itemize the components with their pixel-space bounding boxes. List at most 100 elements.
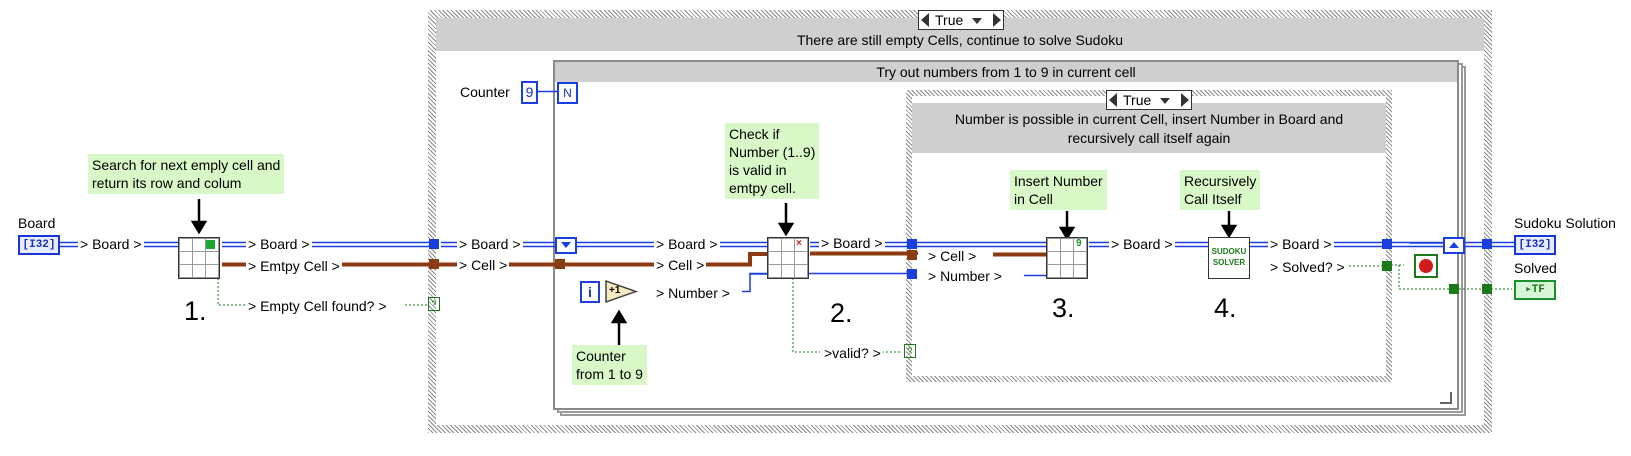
sudoku-solver-subvi[interactable]: SUDOKU SOLVER bbox=[1208, 237, 1250, 279]
wire-label-empty-found: > Empty Cell found? > bbox=[246, 298, 389, 314]
step-number: 3. bbox=[1052, 293, 1075, 323]
previous-case-icon[interactable] bbox=[921, 13, 929, 27]
n-terminal[interactable]: N bbox=[557, 82, 578, 104]
loop-resize-corner-icon[interactable] bbox=[1440, 392, 1452, 404]
solved-wire bbox=[1398, 265, 1453, 290]
inner-case-header bbox=[912, 103, 1386, 153]
subvi-grid bbox=[1047, 238, 1087, 278]
wire-label-valid: >valid? > bbox=[822, 345, 883, 361]
wire-label-number: > Number > bbox=[926, 268, 1004, 284]
solved-type: TF bbox=[1531, 284, 1545, 296]
note-line: Counter bbox=[576, 348, 626, 364]
board-tunnel-outer-left[interactable] bbox=[429, 239, 439, 249]
solution-type: I32 bbox=[1525, 239, 1545, 251]
wire-label-cell: > Cell > bbox=[654, 257, 707, 273]
solved-indicator[interactable]: ▸TF bbox=[1514, 280, 1556, 300]
inner-case-title-1: Number is possible in current Cell, inse… bbox=[954, 111, 1344, 127]
arrowhead-icon bbox=[610, 309, 628, 324]
note-line: is valid in bbox=[729, 162, 787, 178]
shift-register-right[interactable] bbox=[1443, 237, 1465, 254]
board-tunnel-outer-right[interactable] bbox=[1482, 239, 1492, 249]
step-number: 4. bbox=[1214, 293, 1237, 323]
wire-label-board: > Board > bbox=[819, 235, 885, 251]
inner-case-selector[interactable]: True bbox=[1106, 90, 1192, 110]
wire-label-board: > Board > bbox=[654, 236, 720, 252]
solved-tunnel-loop-right[interactable] bbox=[1449, 284, 1459, 294]
shift-register-left[interactable] bbox=[555, 237, 577, 254]
arrowhead-icon bbox=[777, 222, 795, 237]
board-type: I32 bbox=[29, 239, 49, 251]
note-recursive: Recursively Call Itself bbox=[1180, 170, 1261, 210]
empty-found-wire bbox=[217, 278, 246, 306]
note-line: emtpy cell. bbox=[729, 180, 796, 196]
next-case-icon[interactable] bbox=[1181, 93, 1189, 107]
empty-found-terminal[interactable]: ? bbox=[428, 297, 440, 311]
green-cell-icon bbox=[206, 240, 215, 249]
note-line: Check if bbox=[729, 126, 780, 142]
arrowhead-icon bbox=[190, 220, 208, 235]
shift-down-icon bbox=[561, 242, 571, 248]
wire-label-board: > Board > bbox=[1268, 236, 1334, 252]
outer-case-selector-value: True bbox=[935, 12, 964, 28]
x-mark-icon: × bbox=[796, 238, 802, 249]
counter-label: Counter bbox=[460, 84, 510, 100]
cell-tunnel-loop-left[interactable] bbox=[555, 259, 565, 269]
solved-indicator-label: Solved bbox=[1514, 260, 1557, 276]
note-line: Call Itself bbox=[1184, 191, 1242, 207]
wire-label-number: > Number > bbox=[654, 285, 732, 301]
insert-number-subvi[interactable]: 9 bbox=[1046, 237, 1088, 279]
valid-terminal[interactable]: ? bbox=[904, 344, 916, 358]
previous-case-icon[interactable] bbox=[1109, 93, 1117, 107]
note-insert-number: Insert Number in Cell bbox=[1010, 170, 1107, 210]
note-line: from 1 to 9 bbox=[576, 366, 643, 382]
note-line: Search for next emply cell and bbox=[92, 157, 281, 173]
note-counter: Counter from 1 to 9 bbox=[572, 345, 647, 385]
solution-indicator[interactable]: [I32] bbox=[1514, 235, 1556, 255]
find-empty-cell-subvi[interactable] bbox=[178, 237, 220, 279]
increment-node bbox=[605, 279, 639, 304]
wire-label-board: > Board > bbox=[78, 236, 144, 252]
note-check-valid: Check if Number (1..9) is valid in emtpy… bbox=[725, 123, 820, 199]
dropdown-icon[interactable] bbox=[1160, 98, 1170, 104]
inner-case-title-2: recursively call itself again bbox=[1067, 130, 1231, 146]
shift-up-icon bbox=[1449, 242, 1459, 248]
board-control-label: Board bbox=[18, 215, 56, 231]
step-number: 1. bbox=[184, 296, 207, 326]
cell-tunnel-inner-left[interactable] bbox=[907, 250, 917, 260]
solved-tunnel-outer-right[interactable] bbox=[1482, 284, 1492, 294]
i-terminal[interactable]: i bbox=[580, 281, 600, 303]
annotation-arrows bbox=[190, 199, 1238, 346]
stop-icon bbox=[1419, 259, 1433, 273]
board-control[interactable]: [I32] bbox=[18, 235, 60, 255]
loop-stop-terminal[interactable] bbox=[1414, 254, 1438, 278]
note-line: Recursively bbox=[1184, 173, 1257, 189]
wire-label-board: > Board > bbox=[246, 236, 312, 252]
for-loop-header bbox=[555, 62, 1457, 82]
wire-label-cell: > Cell > bbox=[457, 257, 510, 273]
subvi-grid bbox=[768, 238, 808, 278]
wire-label-board: > Board > bbox=[1109, 236, 1175, 252]
number-wire-segment bbox=[749, 272, 910, 275]
wire-label-empty-cell: > Emtpy Cell > bbox=[246, 258, 342, 274]
cell-tunnel-outer-left[interactable] bbox=[429, 259, 439, 269]
solver-label-1: SUDOKU bbox=[1211, 247, 1247, 256]
note-search: Search for next emply cell and return it… bbox=[88, 154, 285, 194]
next-case-icon[interactable] bbox=[993, 13, 1001, 27]
inner-case-selector-value: True bbox=[1123, 92, 1152, 108]
note-line: in Cell bbox=[1014, 191, 1053, 207]
note-line: return its row and colum bbox=[92, 175, 242, 191]
counter-constant[interactable]: 9 bbox=[521, 81, 538, 104]
number-nine-icon: 9 bbox=[1076, 238, 1082, 249]
board-tunnel-inner-right[interactable] bbox=[1382, 239, 1392, 249]
valid-wire bbox=[792, 278, 820, 353]
board-tunnel-inner-left[interactable] bbox=[907, 239, 917, 249]
outer-case-selector[interactable]: True bbox=[918, 10, 1004, 30]
check-valid-subvi[interactable]: × bbox=[767, 237, 809, 279]
number-tunnel-inner-left[interactable] bbox=[907, 269, 917, 279]
dropdown-icon[interactable] bbox=[972, 18, 982, 24]
solved-tunnel-inner-right[interactable] bbox=[1382, 261, 1392, 271]
note-line: Insert Number bbox=[1014, 173, 1103, 189]
for-loop-title: Try out numbers from 1 to 9 in current c… bbox=[876, 64, 1136, 80]
